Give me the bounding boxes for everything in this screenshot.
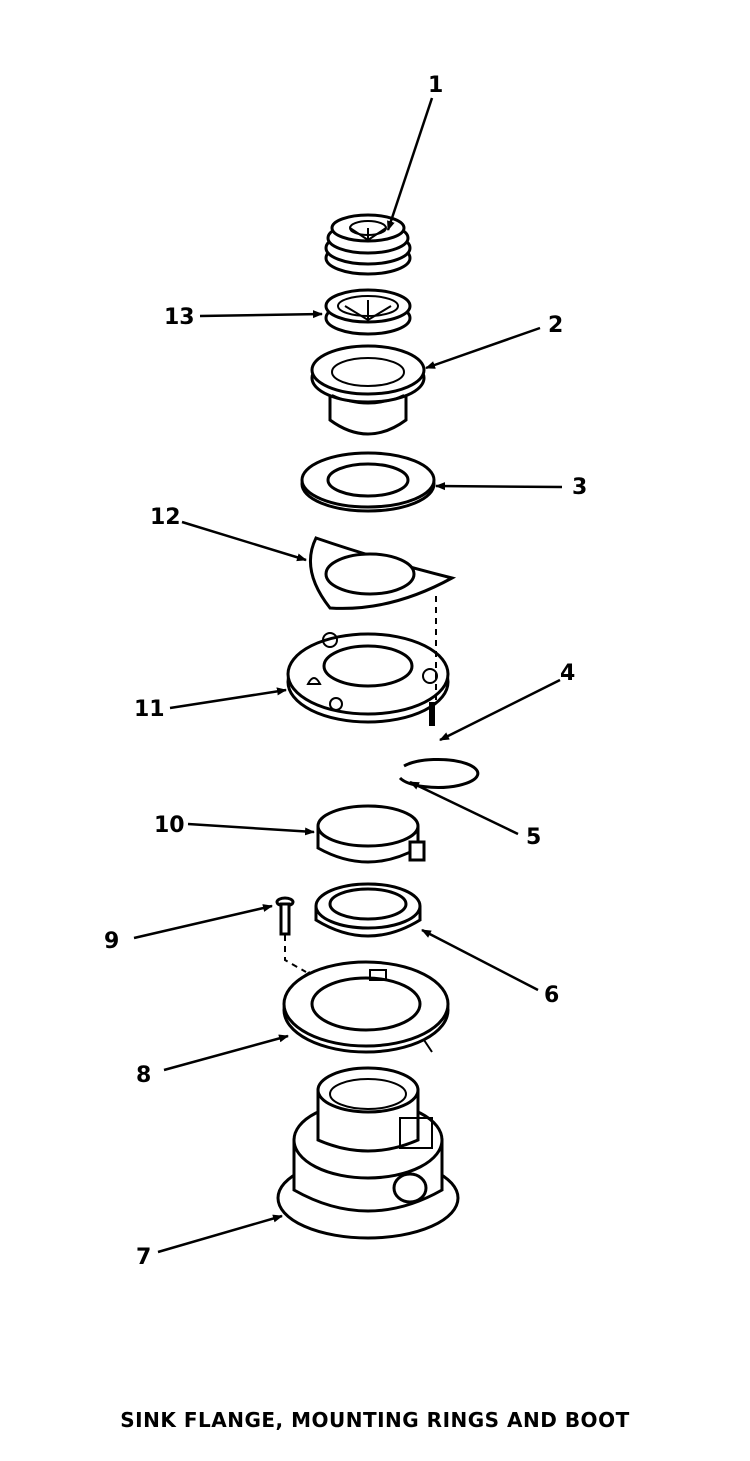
callout-label: 2 [548, 313, 563, 338]
part-clamp [316, 804, 426, 864]
callout-label: 11 [134, 697, 165, 722]
callout-label: 1 [428, 73, 443, 98]
part-fiber-gasket [314, 882, 422, 938]
part-mounting-ring [286, 632, 450, 724]
callout-label: 6 [544, 983, 559, 1008]
part-strainer [324, 288, 412, 336]
callout-label: 12 [150, 505, 181, 530]
part-disposer-housing [276, 1066, 460, 1240]
callout-label: 9 [104, 929, 119, 954]
part-screw [275, 896, 295, 936]
callout-label: 8 [136, 1063, 151, 1088]
part-lower-mounting-ring [282, 960, 450, 1054]
part-backup-ring [308, 536, 457, 610]
part-sink-flange [310, 344, 426, 436]
callout-label: 13 [164, 305, 195, 330]
callout-label: 10 [154, 813, 185, 838]
part-pin [429, 702, 435, 726]
callout-label: 3 [572, 475, 587, 500]
diagram-caption: SINK FLANGE, MOUNTING RINGS AND BOOT [120, 1408, 630, 1432]
part-stopper [324, 213, 412, 276]
callout-label: 7 [136, 1245, 151, 1270]
callout-label: 4 [560, 661, 575, 686]
alignment-line [284, 935, 307, 973]
part-gasket [300, 451, 436, 513]
callout-label: 5 [526, 825, 541, 850]
